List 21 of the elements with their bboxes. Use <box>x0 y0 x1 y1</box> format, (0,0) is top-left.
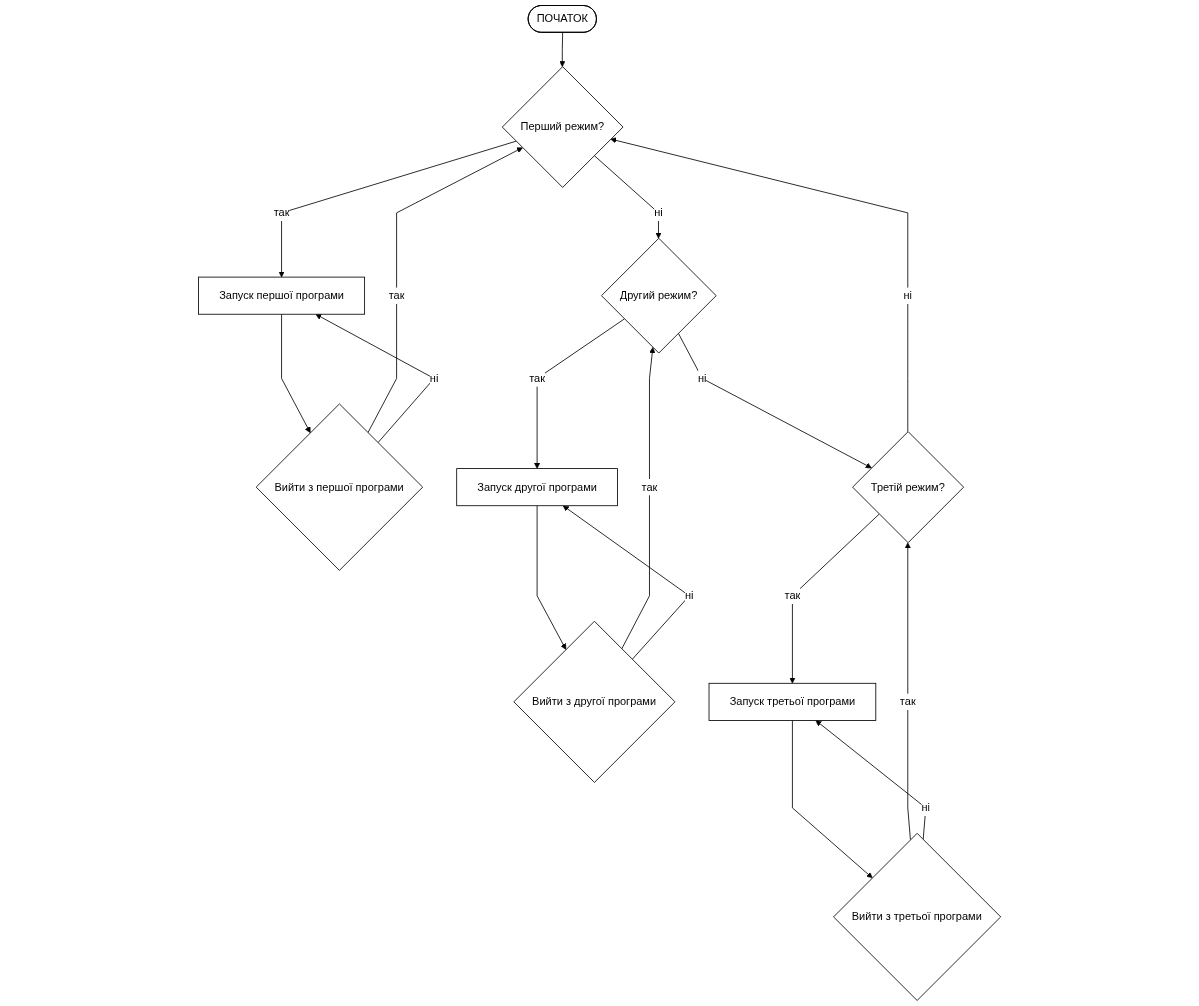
edge-label: так <box>273 206 290 219</box>
node-diamond: Вийти з другої програми <box>513 620 676 783</box>
edge-label: ні <box>921 801 930 814</box>
node-diamond: Перший режим? <box>501 66 624 188</box>
edge-label: так <box>899 695 916 708</box>
edge-label: ні <box>429 372 439 384</box>
edge-label: так <box>784 589 801 602</box>
node-diamond: Третій режим? <box>852 431 964 544</box>
edge-label: ні <box>684 589 694 602</box>
node-diamond: Вийти з першої програми <box>255 403 423 571</box>
edge-label: ні <box>697 372 707 384</box>
edge-label: так <box>529 372 545 384</box>
node-box: Запуск першої програми <box>198 276 365 315</box>
node-box: Запуск другої програми <box>456 468 618 507</box>
node-box: Запуск третьої програми <box>708 682 877 721</box>
edge-label: ні <box>903 289 912 302</box>
node-diamond: Вийти з третьої програми <box>833 832 1001 1001</box>
edge-label: так <box>388 289 405 302</box>
edge-label: так <box>641 480 658 493</box>
edge-label: ні <box>654 206 663 219</box>
node-diamond: Другий режим? <box>600 237 717 354</box>
